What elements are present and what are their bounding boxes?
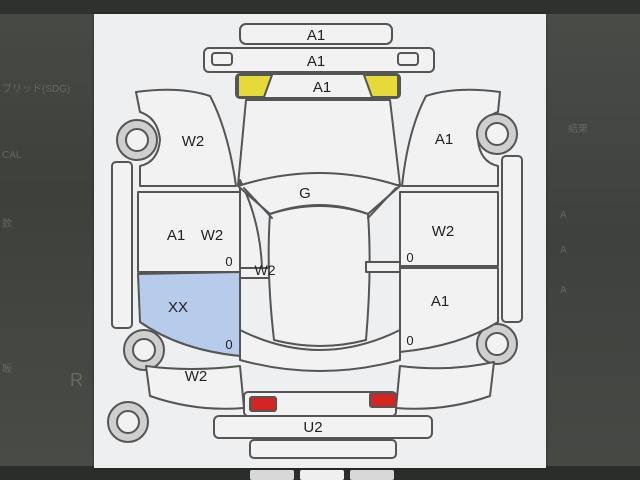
- label-rear-left-quarter: W2: [185, 368, 208, 385]
- bg-text-1: ブリッド(SDG): [2, 84, 71, 95]
- front-bumper[interactable]: [203, 47, 435, 73]
- bg-text-6: 結果: [568, 124, 588, 135]
- label-front-bumper: A1: [307, 27, 325, 44]
- bg-text-7: A: [560, 210, 567, 221]
- rear-under-panel[interactable]: [249, 439, 397, 459]
- label-rear-bumper: U2: [303, 419, 322, 436]
- bg-text-9: A: [560, 285, 567, 296]
- pillar-mark-2: 0: [225, 337, 232, 352]
- background-top: [0, 0, 640, 14]
- left-sill[interactable]: [111, 161, 133, 329]
- label-front-right-fender: A1: [435, 131, 453, 148]
- right-front-door[interactable]: [399, 191, 499, 267]
- rear-right-wheel: [476, 323, 518, 365]
- left-windshield-line: [243, 187, 273, 219]
- front-left-fog: [211, 52, 233, 66]
- right-windshield-line: [367, 187, 397, 219]
- label-left-center: W2: [255, 262, 276, 278]
- bottom-tab-1[interactable]: [250, 470, 294, 480]
- rear-left-tail-light: [249, 396, 277, 412]
- right-b-pillar[interactable]: [365, 261, 401, 273]
- right-rear-door[interactable]: [399, 267, 499, 353]
- front-left-fender[interactable]: [135, 88, 237, 187]
- front-left-wheel: [116, 119, 158, 161]
- front-bumper-top[interactable]: [239, 23, 393, 45]
- pillar-mark-1: 0: [225, 254, 232, 269]
- label-front-left-fender: W2: [182, 133, 205, 150]
- front-panel[interactable]: [235, 73, 401, 99]
- rear-bumper[interactable]: [213, 415, 433, 439]
- background-left: [0, 0, 100, 480]
- bottom-tab-3[interactable]: [350, 470, 394, 480]
- pillar-mark-3: 0: [406, 250, 413, 265]
- bg-text-3: 数: [2, 219, 12, 230]
- right-sill[interactable]: [501, 155, 523, 323]
- front-left-headlight: [237, 74, 273, 98]
- label-right-front-door: W2: [432, 223, 455, 240]
- bg-text-8: A: [560, 245, 567, 256]
- rear-window[interactable]: [239, 329, 401, 372]
- bg-text-2: CAL: [2, 150, 22, 161]
- label-left-front-door-a: A1: [167, 227, 185, 244]
- spare-wheel: [107, 401, 149, 443]
- rear-right-tail-light: [369, 392, 397, 408]
- front-right-wheel: [476, 113, 518, 155]
- roof[interactable]: [267, 205, 371, 347]
- background-right: [540, 0, 640, 480]
- rear-right-quarter[interactable]: [395, 361, 495, 410]
- bg-text-5: R: [70, 370, 83, 390]
- bg-text-4: 販: [2, 364, 12, 375]
- front-right-fog: [397, 52, 419, 66]
- label-right-rear-door: A1: [431, 293, 449, 310]
- label-roof: G: [299, 185, 311, 202]
- bottom-tab-2[interactable]: [300, 470, 344, 480]
- bottom-tabs: [250, 470, 395, 480]
- pillar-mark-4: 0: [406, 333, 413, 348]
- label-left-front-door-b: W2: [201, 227, 224, 244]
- label-left-rear-door: XX: [168, 299, 188, 316]
- front-right-headlight: [363, 74, 399, 98]
- rear-left-wheel: [123, 329, 165, 371]
- label-hood: A1: [313, 79, 331, 96]
- label-front-panel: A1: [307, 53, 325, 70]
